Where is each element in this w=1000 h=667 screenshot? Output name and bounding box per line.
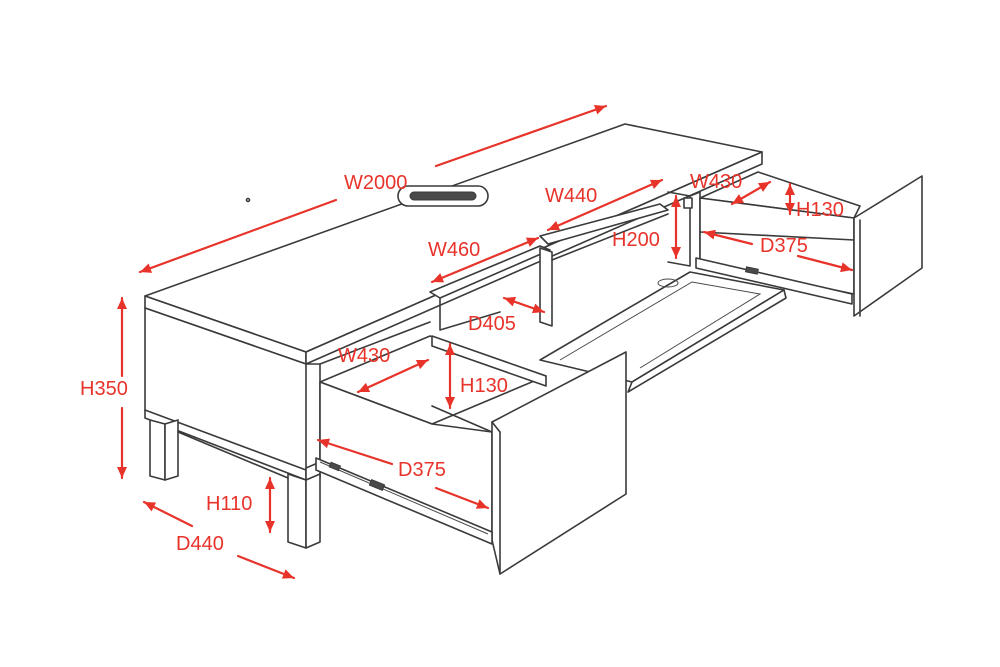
label-overall-depth: D440 [176,533,224,555]
label-flap-height: H200 [612,229,660,251]
dim-left-drawer-width-arrowhead-start [358,382,371,392]
dim-right-drawer-depth-a-arrowhead-start [704,229,716,240]
label-overall-height: H350 [80,378,128,400]
dim-open-shelf-width [430,236,540,284]
dim-flap-height-arrowhead-start [671,196,681,207]
dim-right-drawer-depth-b-arrowhead-end [840,262,852,273]
dim-left-drawer-width [356,358,430,394]
dim-right-drawer-width-arrowhead-end [757,182,770,192]
dim-overall-depth-b-arrowhead-end [281,569,294,579]
label-right-drawer-height: H130 [796,199,844,221]
tv-board-body [144,123,787,549]
dim-leg-height-arrowhead-start [265,478,275,489]
dim-right-drawer-width-arrowhead-start [732,194,745,204]
left-drawer [315,335,627,575]
dim-flap-width-arrowhead-start [548,221,561,231]
label-flap-width: W440 [545,185,597,207]
dim-left-drawer-depth-a-arrowhead-start [318,438,331,449]
label-left-drawer-depth: D375 [398,459,446,481]
dim-left-drawer-height-arrowhead-end [445,397,455,408]
dim-overall-width-a [138,198,338,274]
label-right-drawer-width: W430 [690,171,742,193]
dim-flap-height-arrowhead-end [671,247,681,258]
dim-open-shelf-width-arrowhead-start [432,273,445,283]
label-open-shelf-depth: D405 [468,313,516,335]
dim-leg-height-arrowhead-end [265,521,275,532]
dim-overall-width-a-arrowhead-start [140,263,153,273]
label-right-drawer-depth: D375 [760,235,808,257]
label-left-drawer-width: W430 [338,345,390,367]
dim-overall-depth-a-arrowhead-start [144,502,157,512]
label-open-shelf-width: W460 [428,239,480,261]
dimension-arrows [117,104,854,580]
label-overall-width: W2000 [344,172,407,194]
right-drawer [695,171,923,317]
dim-overall-height-a-arrowhead-start [117,298,127,309]
dim-right-drawer-height-arrowhead-end [785,203,795,214]
dim-left-drawer-depth-a [316,438,394,466]
dim-left-drawer-depth-b-arrowhead-end [475,499,488,509]
label-leg-height: H110 [206,493,252,515]
dim-overall-width-b [434,104,608,168]
dim-overall-width-b-arrowhead-end [593,104,606,115]
dim-left-drawer-height-arrowhead-start [445,344,455,355]
label-left-drawer-height: H130 [460,375,508,397]
dim-overall-height-b-arrowhead-end [117,467,127,478]
dim-right-drawer-height-arrowhead-start [785,184,795,195]
dim-open-shelf-width-arrowhead-end [525,237,538,247]
dim-left-drawer-width-arrowhead-end [415,360,428,370]
dim-open-shelf-depth-arrowhead-end [531,303,544,314]
dim-flap-width [546,178,664,232]
dim-flap-width-arrowhead-end [649,179,662,189]
dim-open-shelf-depth-arrowhead-start [504,296,517,307]
